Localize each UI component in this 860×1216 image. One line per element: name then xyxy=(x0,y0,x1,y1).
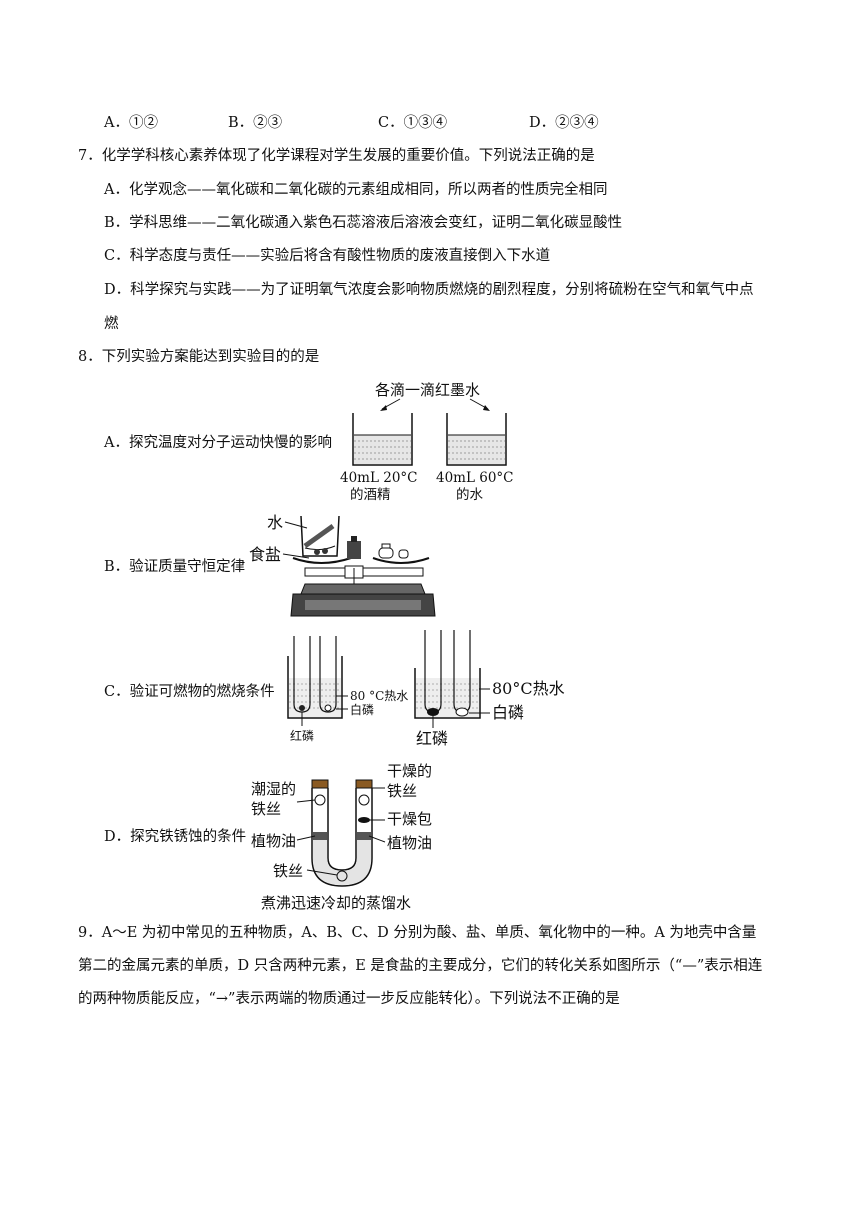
q7-stem: 7．化学学科核心素养体现了化学课程对学生发展的重要价值。下列说法正确的是 xyxy=(78,148,595,164)
q8-d-dry-label-1: 干燥的 xyxy=(387,762,432,780)
q9-line-2: 第二的金属元素的单质，D 只含两种元素，E 是食盐的主要成分，它们的转化关系如图… xyxy=(78,958,763,974)
q8-c-figure: 80 °C热水 白磷 红磷 80°C热水 白磷 红磷 xyxy=(287,630,565,748)
q6-option-c: C．①③④ xyxy=(378,115,448,131)
q8-a-left-label-1: 40mL 20°C xyxy=(340,470,418,486)
q7-option-b: B．学科思维——二氧化碳通入紫色石蕊溶液后溶液会变红，证明二氧化碳显酸性 xyxy=(104,215,623,231)
beaker-right xyxy=(446,413,507,466)
q8-c-right-apparatus: 80°C热水 白磷 红磷 xyxy=(414,630,565,748)
q8-d-water-label: 煮沸迅速冷却的蒸馏水 xyxy=(261,894,411,912)
q8-a-top-label: 各滴一滴红墨水 xyxy=(375,381,480,399)
q7-option-d-cont: 燃 xyxy=(104,316,119,332)
q8-b-figure: 水 食盐 xyxy=(249,513,436,617)
q7-option-a: A．化学观念——氧化碳和二氧化碳的元素组成相同，所以两者的性质完全相同 xyxy=(104,182,608,198)
q6-option-a: A．①② xyxy=(104,115,158,131)
q6-option-d: D．②③④ xyxy=(529,115,599,131)
q8-c-left-hot-label: 80 °C热水 xyxy=(350,689,408,703)
q8-d-wet-label-1: 潮湿的 xyxy=(251,780,296,798)
q8-a-right-label-1: 40mL 60°C xyxy=(436,470,514,486)
q8-c-right-hot-label: 80°C热水 xyxy=(492,679,565,698)
q6-option-b: B．②③ xyxy=(228,115,283,131)
q8-option-b: B．验证质量守恒定律 xyxy=(104,559,246,575)
q8-option-c: C．验证可燃物的燃烧条件 xyxy=(104,684,275,700)
q8-d-iron-label: 铁丝 xyxy=(273,862,303,880)
q8-d-desiccant-label: 干燥包 xyxy=(387,810,432,828)
q8-option-d: D．探究铁锈蚀的条件 xyxy=(104,829,247,845)
q8-c-right-white-label: 白磷 xyxy=(492,703,524,722)
q8-d-figure: 潮湿的 铁丝 干燥的 铁丝 干燥包 植物油 植物油 铁丝 煮沸迅速冷却的蒸馏水 xyxy=(251,762,432,912)
q8-stem: 8．下列实验方案能达到实验目的的是 xyxy=(78,349,320,365)
q8-d-dry-label-2: 铁丝 xyxy=(387,782,417,800)
q8-d-oil-right-label: 植物油 xyxy=(387,834,432,852)
q8-b-salt-label: 食盐 xyxy=(249,545,281,564)
q8-option-a: A．探究温度对分子运动快慢的影响 xyxy=(104,435,332,451)
q8-c-left-apparatus: 80 °C热水 白磷 红磷 xyxy=(287,636,408,743)
q8-c-right-red-label: 红磷 xyxy=(416,729,448,748)
q8-a-left-label-2: 的酒精 xyxy=(350,487,391,503)
beaker-left xyxy=(352,413,413,466)
q7-option-c: C．科学态度与责任——实验后将含有酸性物质的废液直接倒入下水道 xyxy=(104,248,551,264)
q8-d-oil-left-label: 植物油 xyxy=(251,832,296,850)
q8-d-wet-label-2: 铁丝 xyxy=(251,800,281,818)
q8-c-left-white-label: 白磷 xyxy=(350,702,374,717)
q9-line-3: 的两种物质能反应，“→”表示两端的物质通过一步反应能转化）。下列说法不正确的是 xyxy=(78,991,620,1007)
q8-a-figure: 各滴一滴红墨水 40mL 20°C 的酒精 40mL 60°C 的水 xyxy=(340,381,514,503)
q9-line-1: 9．A～E 为初中常见的五种物质，A、B、C、D 分别为酸、盐、单质、氧化物中的… xyxy=(78,925,757,941)
q8-b-water-label: 水 xyxy=(267,513,283,532)
q8-a-right-label-2: 的水 xyxy=(456,487,483,503)
q7-option-d: D．科学探究与实践——为了证明氧气浓度会影响物质燃烧的剧烈程度，分别将硫粉在空气… xyxy=(104,282,754,298)
q8-c-left-red-label: 红磷 xyxy=(290,728,314,743)
